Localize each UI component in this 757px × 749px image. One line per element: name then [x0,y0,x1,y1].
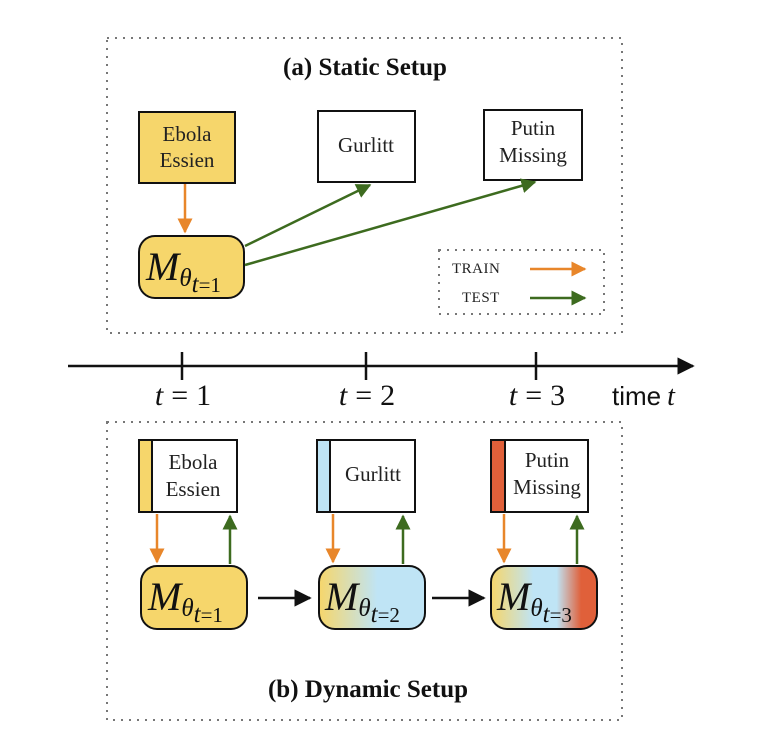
dynamic-doc-putin-line2: Missing [513,475,581,499]
static-setup-panel: (a) Static Setup Ebola Essien Gurlitt Pu… [106,37,623,334]
dynamic-setup-panel: (b) Dynamic Setup Ebola Essien Gurlitt P… [106,421,623,721]
dynamic-doc-putin-stripe [492,441,505,511]
dynamic-model-3: Mθt=3 [490,565,598,630]
timeline-tick-label-3: t=3 [509,379,565,412]
dynamic-doc-ebola-stripe [140,441,152,511]
static-test-arrow-gurlitt [244,183,372,248]
static-doc-putin: Putin Missing [483,109,583,181]
dynamic-doc-ebola: Ebola Essien [138,439,238,513]
static-doc-putin-line2: Missing [499,143,567,167]
static-doc-ebola-line2: Essien [160,148,215,172]
static-doc-ebola: Ebola Essien [138,111,236,184]
dynamic-doc-gurlitt-stripe [318,441,330,511]
legend-test-label: TEST [462,290,500,306]
legend-train-label: TRAIN [452,261,500,277]
dynamic-doc-putin: Putin Missing [490,439,589,513]
static-doc-gurlitt-line1: Gurlitt [338,133,394,157]
static-doc-putin-line1: Putin [511,116,556,140]
timeline-tick-label-2: t=2 [339,379,395,412]
dynamic-model-1: Mθt=1 [140,565,248,630]
static-legend: TRAIN TEST [438,249,605,315]
static-doc-gurlitt: Gurlitt [317,110,416,183]
legend-border [438,249,605,315]
dynamic-doc-gurlitt-line1: Gurlitt [345,462,401,486]
static-model-label: Mθt=1 [145,244,221,298]
static-doc-ebola-line1: Ebola [163,122,213,146]
dynamic-panel-title: (b) Dynamic Setup [268,676,468,703]
dynamic-model-1-label: Mθt=1 [147,574,223,628]
timeline-tick-label-1: t=1 [155,379,211,412]
static-panel-title: (a) Static Setup [283,54,447,81]
dynamic-model-2: Mθt=2 [318,565,426,630]
dynamic-doc-gurlitt: Gurlitt [316,439,416,513]
dynamic-doc-ebola-line2: Essien [166,477,221,501]
dynamic-doc-putin-line1: Putin [525,448,570,472]
dynamic-doc-ebola-line1: Ebola [169,450,219,474]
static-panel-border [106,37,623,334]
dynamic-model-2-label: Mθt=2 [324,574,400,628]
static-test-arrow-putin [244,178,537,267]
static-model-box: Mθt=1 [138,235,245,299]
dynamic-model-3-label: Mθt=3 [496,574,572,628]
dynamic-panel-border [106,421,623,721]
